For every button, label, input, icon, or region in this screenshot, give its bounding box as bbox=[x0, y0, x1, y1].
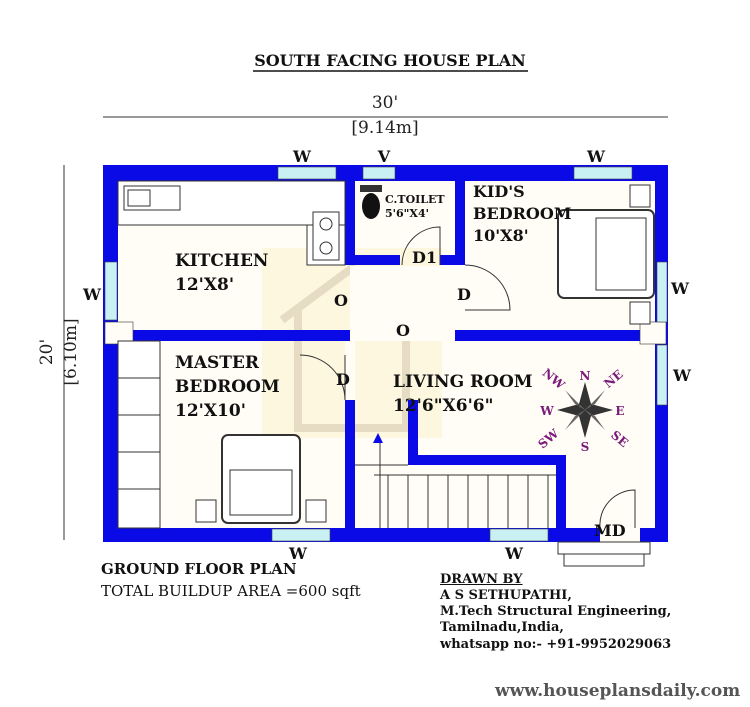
living-room-name: LIVING ROOM bbox=[393, 372, 533, 392]
kids-bedroom-name-2: BEDROOM bbox=[473, 204, 571, 223]
compass-n: N bbox=[580, 369, 591, 383]
window-label: W bbox=[288, 544, 308, 563]
stair-arrow-icon bbox=[373, 433, 383, 443]
kids-bedroom-size: 10'X8' bbox=[473, 226, 529, 245]
compass-e: E bbox=[615, 404, 624, 418]
credits-place: Tamilnadu,India, bbox=[440, 620, 564, 635]
toilet-icon bbox=[360, 185, 382, 219]
master-bedroom-name-2: BEDROOM bbox=[175, 377, 280, 397]
window-label: W bbox=[586, 147, 606, 166]
credits-contact: whatsapp no:- +91-9952029063 bbox=[440, 637, 672, 652]
depth-ft: 20' bbox=[37, 339, 57, 365]
door-label: D bbox=[457, 285, 471, 304]
window-label: W bbox=[672, 366, 692, 385]
website-link[interactable]: www.houseplansdaily.com bbox=[495, 681, 741, 701]
windows bbox=[104, 166, 668, 542]
master-bedroom-name: MASTER bbox=[175, 353, 260, 373]
credits-name: A S SETHUPATHI, bbox=[440, 588, 572, 603]
master-bedroom-size: 12'X10' bbox=[175, 401, 246, 421]
window-label: W bbox=[82, 285, 102, 304]
living-room-size: 12'6"X6'6" bbox=[393, 396, 493, 416]
door-d1-label: D1 bbox=[412, 248, 437, 267]
footer-area: TOTAL BUILDUP AREA =600 sqft bbox=[101, 582, 361, 600]
door-swings bbox=[299, 226, 636, 529]
sink-icon bbox=[123, 185, 181, 211]
staircase bbox=[355, 440, 556, 528]
toilet-name: C.TOILET bbox=[385, 193, 445, 206]
credits-heading: DRAWN BY bbox=[440, 572, 523, 587]
window-label: W bbox=[670, 279, 690, 298]
plan-title: SOUTH FACING HOUSE PLAN bbox=[254, 51, 526, 70]
toilet-size: 5'6"X4' bbox=[385, 207, 429, 220]
wardrobe bbox=[117, 340, 161, 529]
footer-plan-title: GROUND FLOOR PLAN bbox=[101, 560, 297, 578]
bed-icon bbox=[195, 434, 327, 524]
opening-label: O bbox=[334, 291, 348, 310]
kitchen-name: KITCHEN bbox=[175, 251, 268, 271]
opening-label: O bbox=[396, 321, 410, 340]
entrance-steps bbox=[557, 541, 651, 567]
kitchen-size: 12'X8' bbox=[175, 275, 234, 295]
compass-icon bbox=[557, 382, 613, 438]
compass-s: S bbox=[581, 440, 590, 454]
main-door-label: MD bbox=[594, 521, 626, 540]
bed-icon bbox=[557, 184, 655, 325]
window-label: W bbox=[504, 544, 524, 563]
compass-w: W bbox=[539, 404, 554, 418]
width-ft: 30' bbox=[372, 93, 398, 113]
depth-m: [6.10m] bbox=[61, 318, 81, 385]
ventilator-label: V bbox=[377, 147, 391, 166]
kids-bedroom-name: KID'S bbox=[473, 182, 525, 201]
width-m: [9.14m] bbox=[351, 118, 418, 138]
door-label: D bbox=[336, 370, 350, 389]
window-label: W bbox=[292, 147, 312, 166]
credits-degree: M.Tech Structural Engineering, bbox=[440, 604, 672, 619]
stove-icon bbox=[312, 211, 340, 261]
